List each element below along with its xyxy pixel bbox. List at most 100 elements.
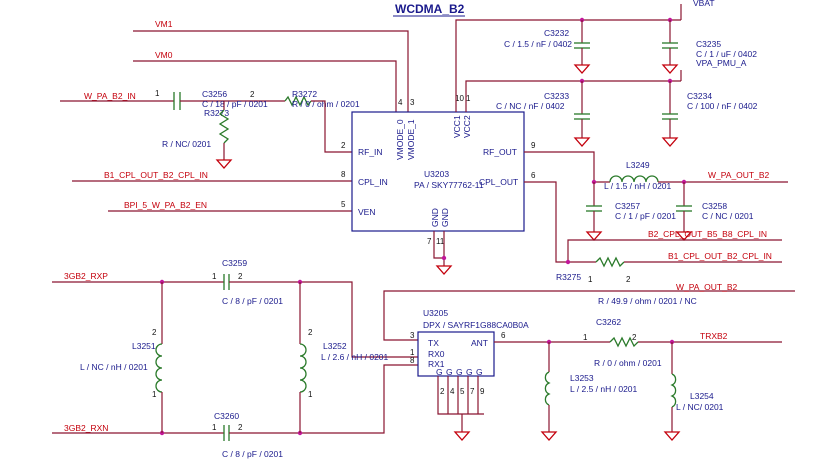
ground-icon — [661, 137, 679, 147]
l3249-ref: L3249 — [626, 160, 650, 170]
ground-icon — [435, 265, 453, 275]
u3203-pin-rf-in-num: 2 — [341, 141, 346, 150]
c3262-pin2: 2 — [632, 333, 637, 342]
c3256-ref: C3256 — [202, 89, 227, 99]
r3275-pin2: 2 — [626, 275, 631, 284]
c3259-pin1: 1 — [212, 272, 217, 281]
junction-dot — [441, 255, 447, 261]
u3205-body — [417, 331, 495, 377]
u3205-pin-g1-num: 2 — [440, 387, 445, 396]
wire-dpx-tx — [383, 290, 795, 341]
wire-cpl-out — [524, 181, 596, 263]
u3205-part: DPX / SAYRF1G88CA0B0A — [423, 320, 529, 330]
net-label-vm1: VM1 — [155, 19, 173, 29]
u3205-pin-g3: G — [456, 367, 463, 377]
u3203-pin-rf-out: RF_OUT — [483, 147, 517, 157]
wire-rx0 — [229, 281, 418, 358]
l3251-coil — [155, 343, 163, 393]
c3258-value: C / NC / 0201 — [702, 211, 754, 221]
ground-icon — [215, 159, 233, 169]
net-label-vpa: VPA_PMU_A — [696, 58, 747, 68]
u3205-pin-tx: TX — [428, 338, 439, 348]
u3203-pin-rf-out-num: 9 — [531, 141, 536, 150]
l3251-ref: L3251 — [132, 341, 156, 351]
u3203-pin-cpl-out: CPL_OUT — [479, 177, 518, 187]
l3251-value: L / NC / nH / 0201 — [80, 362, 148, 372]
u3205-pin-g1: G — [436, 367, 443, 377]
u3203-pin-gnd1-num: 7 — [427, 237, 432, 246]
c3262-pin1: 1 — [583, 333, 588, 342]
r3275-value: R / 49.9 / ohm / 0201 / NC — [598, 296, 697, 306]
c3260-value: C / 8 / pF / 0201 — [222, 449, 283, 459]
c3259-ref: C3259 — [222, 258, 247, 268]
u3203-pin-cpl-in: CPL_IN — [358, 177, 388, 187]
l3251-pin2: 2 — [152, 328, 157, 337]
r3272-ref: R3272 — [292, 89, 317, 99]
r3273-value: R / NC/ 0201 — [162, 139, 211, 149]
u3205-pin-tx-num: 3 — [410, 331, 415, 340]
u3203-pin-vmode1-num: 3 — [410, 98, 415, 107]
c3260-ref: C3260 — [214, 411, 239, 421]
net-label-vbat: VBAT — [693, 0, 715, 8]
u3205-pin-rx0-num: 1 — [410, 348, 415, 357]
net-label-w-pa-out-b2: W_PA_OUT_B2 — [708, 170, 770, 180]
u3203-ref: U3203 — [424, 169, 449, 179]
r3275-ref: R3275 — [556, 272, 581, 282]
wire-vcc2 — [465, 80, 681, 112]
wire-dpx-gnd-bus — [437, 376, 484, 415]
wire-vm0 — [133, 60, 397, 112]
c3234-value: C / 100 / nF / 0402 — [687, 101, 758, 111]
wire-to-rf-in — [311, 100, 352, 153]
l3249-value: L / 1.5 / nH / 0201 — [604, 181, 672, 191]
u3203-part: PA / SKY77762-11 — [414, 180, 484, 190]
ground-icon — [573, 137, 591, 147]
net-label-rxn: 3GB2_RXN — [64, 423, 108, 433]
u3203-pin-vmode0: VMODE_0 — [395, 119, 405, 160]
u3203-pin-vcc2-num: 1 — [466, 94, 471, 103]
u3205-pin-g5: G — [476, 367, 483, 377]
c3256-pin1: 1 — [155, 89, 160, 98]
schematic-title: WCDMA_B2 — [395, 2, 465, 16]
l3252-pin2: 2 — [308, 328, 313, 337]
r3272-value: R / 0 / ohm / 0201 — [292, 99, 360, 109]
l3252-value: L / 2.6 / nH / 0201 — [321, 352, 389, 362]
l3254-ref: L3254 — [690, 391, 714, 401]
r3272-body — [284, 95, 312, 107]
net-label-rxp: 3GB2_RXP — [64, 271, 108, 281]
c3235-ref: C3235 — [696, 39, 721, 49]
ground-icon — [540, 431, 558, 441]
c3256-value: C / 18 / pF / 0201 — [202, 99, 268, 109]
u3203-pin-rf-in: RF_IN — [358, 147, 383, 157]
u3203-body — [351, 111, 525, 232]
net-label-bpi-en: BPI_5_W_PA_B2_EN — [124, 200, 207, 210]
u3203-pin-ven: VEN — [358, 207, 375, 217]
c3262-value: R / 0 / ohm / 0201 — [594, 358, 662, 368]
c3262-ref: C3262 — [596, 317, 621, 327]
u3205-pin-g2: G — [446, 367, 453, 377]
ground-icon — [661, 64, 679, 74]
u3203-pin-cpl-out-num: 6 — [531, 171, 536, 180]
u3205-ref: U3205 — [423, 308, 448, 318]
net-label-w-pa-b2-in: W_PA_B2_IN — [84, 91, 136, 101]
c3259-pin2: 2 — [238, 272, 243, 281]
net-label-w-pa-out-b2-2: W_PA_OUT_B2 — [676, 282, 738, 292]
u3203-pin-vcc1-num: 10 — [455, 94, 464, 103]
u3203-pin-vcc1: VCC1 — [452, 115, 462, 138]
u3205-pin-rx0: RX0 — [428, 349, 445, 359]
u3205-pin-g4-num: 7 — [470, 387, 475, 396]
net-label-b2-cpl-out-b5-b8: B2_CPL_OUT_B5_B8_CPL_IN — [648, 229, 767, 239]
wire-rx1 — [229, 364, 418, 434]
c3259-value: C / 8 / pF / 0201 — [222, 296, 283, 306]
net-label-b1-cpl-out-2: B1_CPL_OUT_B2_CPL_IN — [668, 251, 772, 261]
u3205-pin-g4: G — [466, 367, 473, 377]
l3253-coil — [544, 371, 551, 406]
c3260-pin1: 1 — [212, 423, 217, 432]
c3257-value: C / 1 / pF / 0201 — [615, 211, 676, 221]
ground-icon — [453, 431, 471, 441]
u3205-pin-g5-num: 9 — [480, 387, 485, 396]
u3205-pin-g2-num: 4 — [450, 387, 455, 396]
l3249-coil — [609, 175, 659, 183]
u3205-pin-rx1-num: 8 — [410, 356, 415, 365]
r3275-pin1: 1 — [588, 275, 593, 284]
junction-dot — [565, 259, 571, 265]
